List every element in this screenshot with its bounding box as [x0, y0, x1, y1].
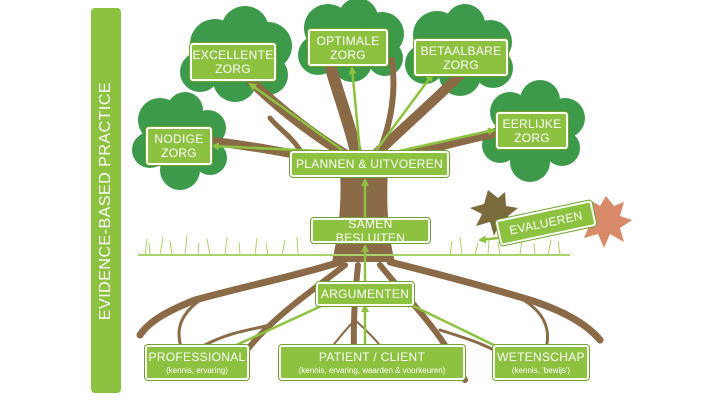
source-title: PROFESSIONAL [148, 349, 246, 364]
step-plannen-uitvoeren: PLANNEN & UITVOEREN [290, 151, 449, 177]
source-title: PATIENT / CLIENT [318, 349, 426, 364]
evidence-based-practice-band: EVIDENCE-BASED PRACTICE [91, 8, 121, 393]
tree-roots [136, 258, 604, 383]
outcome-betaalbare-zorg: BETAALBARE ZORG [414, 39, 508, 76]
source-subtitle: (kennis, ervaring) [166, 365, 228, 375]
outcome-line2: ZORG [514, 130, 550, 145]
source-title: WETENSCHAP [497, 349, 585, 364]
step-samen-besluiten: SAMEN BESLUITEN [311, 216, 430, 245]
outcome-line1: BETAALBARE [420, 43, 502, 58]
outcome-eerlijke-zorg: EERLIJKE ZORG [496, 112, 568, 149]
outcome-line2: ZORG [330, 47, 366, 62]
side-title: EVIDENCE-BASED PRACTICE [97, 81, 114, 320]
outcome-line1: OPTIMALE [316, 33, 380, 48]
outcome-line1: EXCELLENTE [192, 48, 274, 62]
outcome-nodige-zorg: NODIGE ZORG [146, 127, 212, 165]
outcome-line2: ZORG [443, 57, 479, 72]
source-professional: PROFESSIONAL (kennis, ervaring) [145, 345, 249, 380]
grass-line [138, 234, 570, 256]
step-label: SAMEN BESLUITEN [335, 216, 406, 245]
source-subtitle: (kennis, ervaring, waarden & voorkeuren) [298, 365, 446, 375]
outcome-line2: ZORG [161, 146, 197, 160]
outcome-optimale-zorg: OPTIMALE ZORG [308, 29, 388, 66]
outcome-excellente-zorg: EXCELLENTE ZORG [190, 43, 276, 81]
flow-arrows [211, 66, 501, 350]
outcome-line1: EERLIJKE [502, 116, 562, 131]
outcome-line2: ZORG [215, 62, 251, 76]
outcome-line1: NODIGE [154, 132, 204, 146]
source-patient-client: PATIENT / CLIENT (kennis, ervaring, waar… [279, 345, 465, 380]
step-label: PLANNEN & UITVOEREN [295, 157, 444, 171]
source-wetenschap: WETENSCHAP (kennis, 'bewijs') [493, 345, 589, 380]
step-label: ARGUMENTEN [320, 287, 410, 301]
source-subtitle: (kennis, 'bewijs') [511, 365, 571, 375]
step-argumenten: ARGUMENTEN [316, 282, 414, 306]
